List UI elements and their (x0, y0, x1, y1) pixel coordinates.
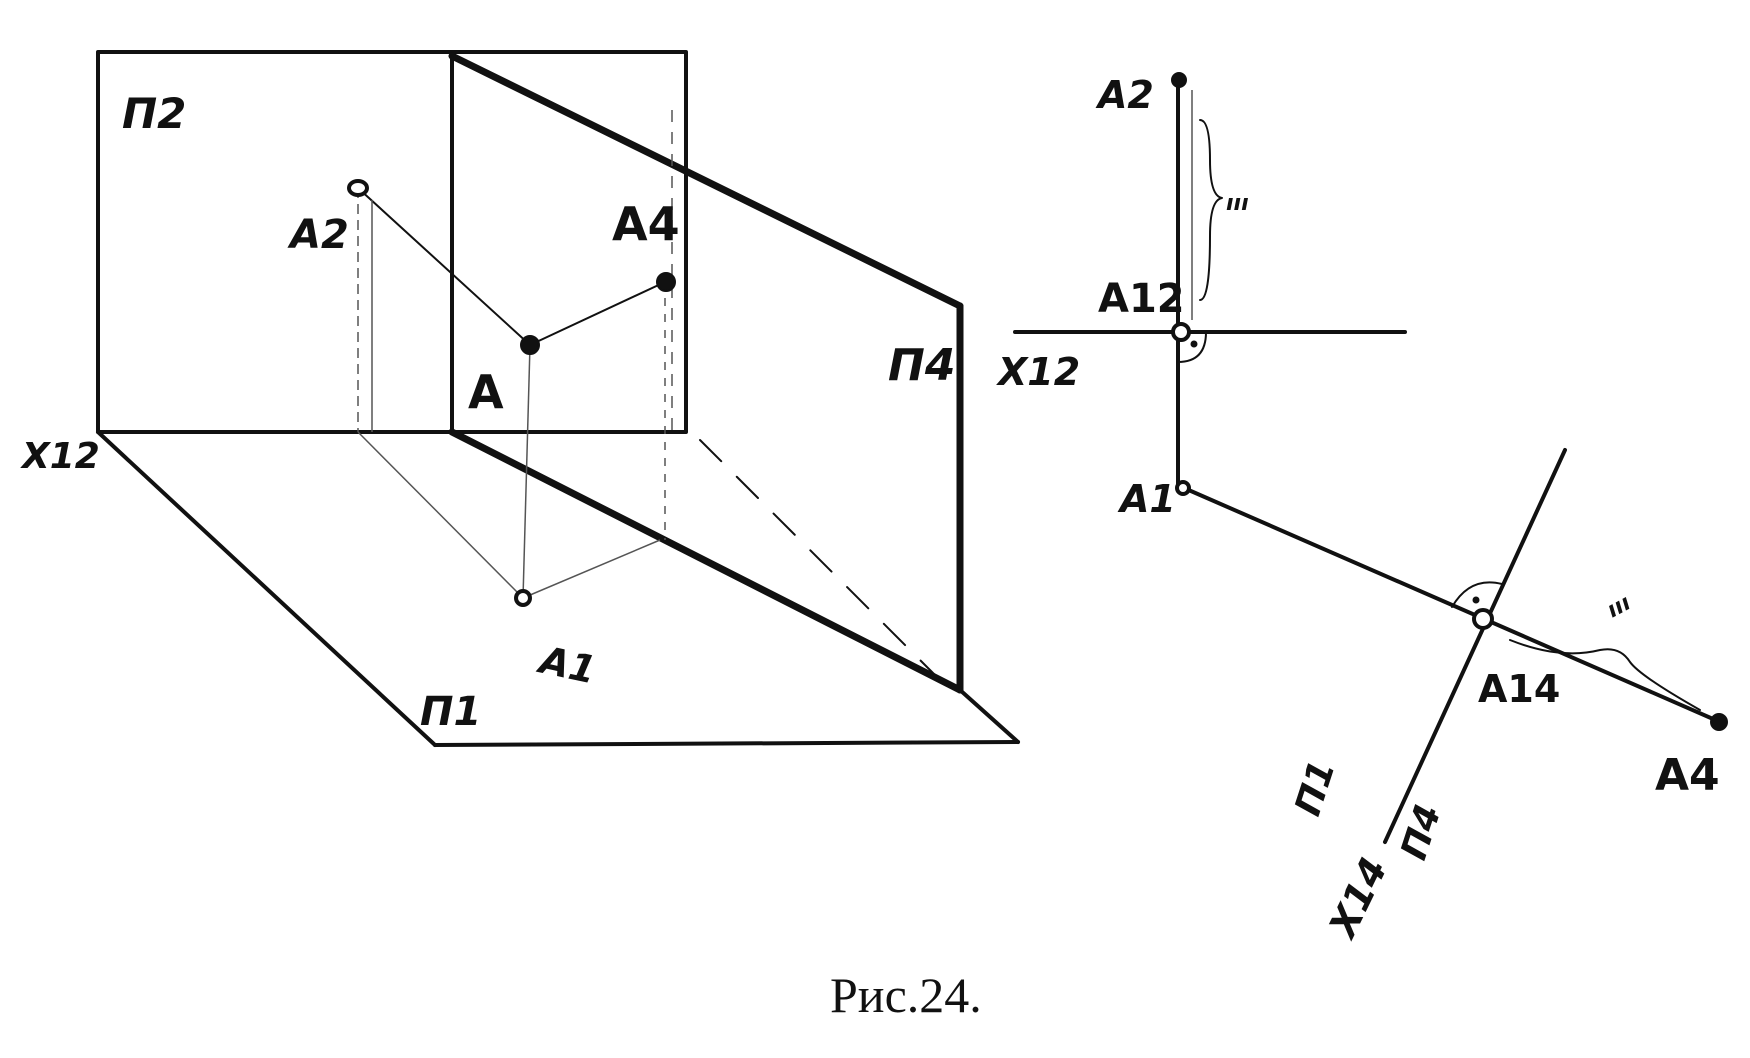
figure-caption: Рис.24. (830, 967, 982, 1023)
label-point-a4: A4 (612, 197, 680, 251)
label-a1-epure: A1 (1117, 477, 1176, 521)
plane-p4-bottom-edge (448, 428, 964, 694)
brace-a2-a12 (1199, 119, 1223, 301)
a1-to-p4-trace (522, 539, 661, 599)
a-to-a4 (529, 281, 666, 346)
brace-a14-a4-ticks: ııı (1603, 591, 1635, 624)
label-axis-x12: X12 (20, 436, 100, 477)
label-plane-p1: П1 (420, 689, 481, 735)
right-angle-a12-dot (1190, 340, 1198, 348)
point-a4 (656, 272, 676, 292)
a-to-a1 (522, 344, 531, 599)
brace-a2-a12-ticks: ııı (1226, 191, 1249, 216)
point-a2 (347, 179, 369, 197)
right-angle-a14 (1451, 581, 1503, 608)
brace-a14-a4 (1509, 639, 1701, 711)
point-a14 (1472, 608, 1494, 630)
spatial-view: П2 П4 П1 X12 A2 A A4 A1 (20, 50, 1020, 747)
plane-p2-outline (96, 50, 688, 434)
point-a (520, 335, 540, 355)
point-a4-epure (1710, 713, 1728, 731)
label-point-a2: A2 (287, 212, 349, 258)
label-a4-epure: A4 (1655, 750, 1720, 801)
label-plane-p2: П2 (122, 89, 186, 138)
point-a2-epure (1171, 72, 1187, 88)
point-a1-epure (1175, 480, 1191, 496)
point-a12 (1171, 322, 1191, 342)
a2-to-a (357, 187, 531, 346)
x12-to-a1 (357, 431, 524, 599)
label-a12: A12 (1098, 276, 1185, 322)
plane-p1-front-edge (433, 740, 1020, 747)
right-angle-a14-dot (1472, 596, 1480, 604)
label-point-a: A (468, 365, 504, 419)
hidden-dashed-line (699, 439, 941, 681)
right-angle-a12 (1177, 331, 1207, 363)
label-axis-x12-epure: X12 (996, 350, 1080, 394)
link-a1-a4 (1182, 486, 1722, 724)
point-a1 (514, 589, 532, 607)
label-a2-epure: A2 (1095, 73, 1154, 117)
label-axis-x14: X14 (1320, 851, 1396, 946)
epure-view: ııı ııı A2 A12 X12 A1 A14 A4 П1 П4 X14 (996, 72, 1728, 946)
plane-p1-right-edge (958, 688, 1020, 744)
plane-p4-top-edge (448, 52, 964, 310)
plane-p1-left-edge (96, 430, 437, 747)
label-a14: A14 (1478, 667, 1560, 711)
label-point-a1: A1 (533, 637, 600, 692)
axis-x14 (1383, 448, 1567, 844)
label-plane-p1-epure: П1 (1288, 756, 1344, 821)
label-plane-p4: П4 (888, 340, 955, 391)
